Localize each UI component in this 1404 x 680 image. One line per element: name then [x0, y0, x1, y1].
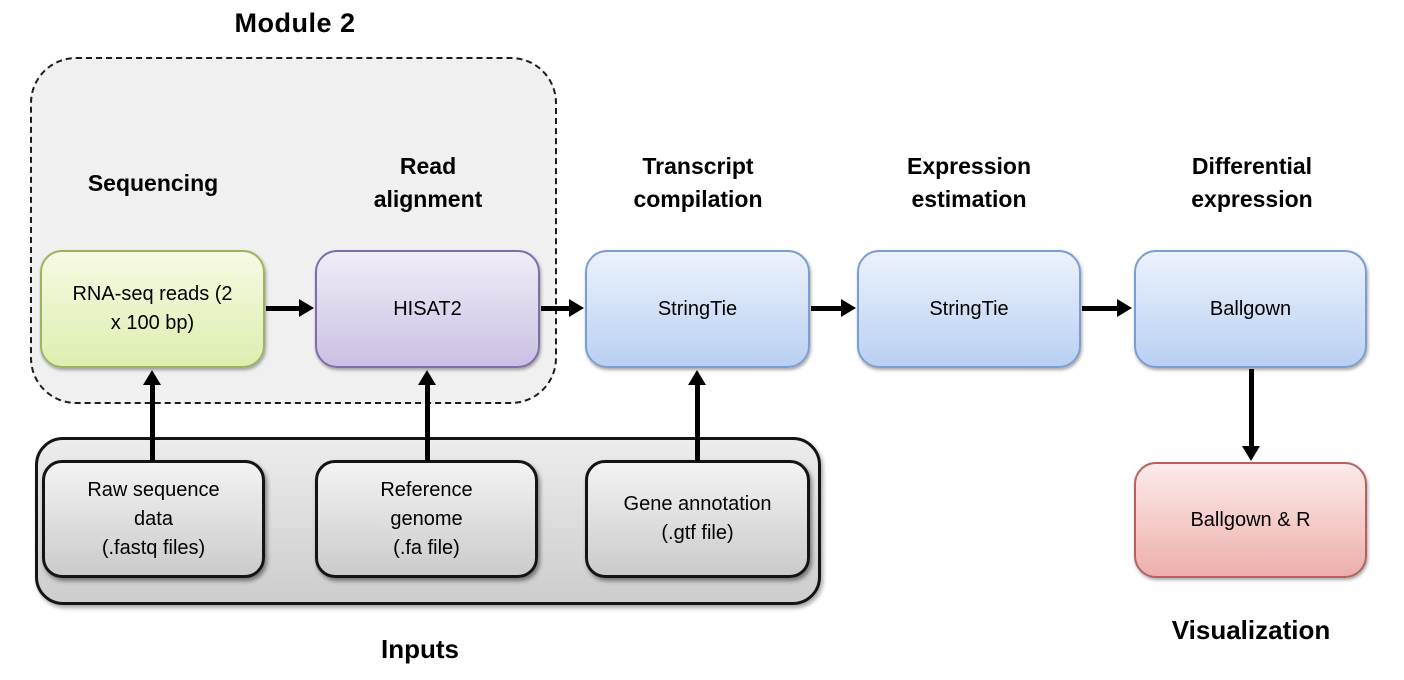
- arrow-head-right-icon: [569, 299, 584, 317]
- arrow-shaft: [150, 382, 155, 461]
- box-stringtie-transcript-compilation: StringTie: [585, 250, 810, 368]
- arrow-reads-to-hisat2: [266, 299, 314, 318]
- arrow-head-up-icon: [143, 370, 161, 385]
- arrow-head-up-icon: [418, 370, 436, 385]
- arrow-head-down-icon: [1242, 446, 1260, 461]
- box-hisat2: HISAT2: [315, 250, 540, 368]
- arrow-shaft: [1082, 306, 1120, 311]
- arrow-genome-to-hisat2: [418, 370, 437, 461]
- inputs-caption: Inputs: [381, 634, 459, 664]
- arrow-shaft: [425, 382, 430, 461]
- stage-header-differential-expression: Differential expression: [1191, 153, 1313, 212]
- box-rna-seq-reads: RNA-seq reads (2 x 100 bp): [40, 250, 265, 368]
- stage-header-expression-estimation: Expression estimation: [907, 153, 1031, 212]
- input-box-gene-annotation: Gene annotation (.gtf file): [585, 460, 810, 578]
- box-stringtie-expression-estimation: StringTie: [857, 250, 1081, 368]
- arrow-head-right-icon: [841, 299, 856, 317]
- arrow-ballgown-to-visualization: [1242, 369, 1261, 461]
- stage-header-sequencing: Sequencing: [87, 169, 219, 196]
- arrow-rawdata-to-reads: [143, 370, 162, 461]
- box-ballgown-and-r: Ballgown & R: [1134, 462, 1367, 578]
- visualization-caption: Visualization: [1171, 615, 1331, 645]
- arrow-stringtie2-to-ballgown: [1082, 299, 1132, 318]
- arrow-head-up-icon: [688, 370, 706, 385]
- box-ballgown: Ballgown: [1134, 250, 1367, 368]
- arrow-stringtie1-to-stringtie2: [811, 299, 856, 318]
- arrow-shaft: [541, 306, 572, 311]
- stage-header-transcript-compilation: Transcript compilation: [633, 153, 763, 212]
- module2-title: Module 2: [234, 8, 356, 38]
- arrow-hisat2-to-stringtie1: [541, 299, 584, 318]
- input-box-raw-sequence-data: Raw sequence data (.fastq files): [42, 460, 265, 578]
- arrow-shaft: [1249, 369, 1254, 449]
- arrow-annotation-to-stringtie: [688, 370, 707, 461]
- stage-header-read-alignment: Read alignment: [373, 153, 483, 212]
- arrow-head-right-icon: [299, 299, 314, 317]
- arrow-shaft: [266, 306, 302, 311]
- arrow-shaft: [811, 306, 844, 311]
- arrow-head-right-icon: [1117, 299, 1132, 317]
- arrow-shaft: [695, 382, 700, 461]
- input-box-reference-genome: Reference genome (.fa file): [315, 460, 538, 578]
